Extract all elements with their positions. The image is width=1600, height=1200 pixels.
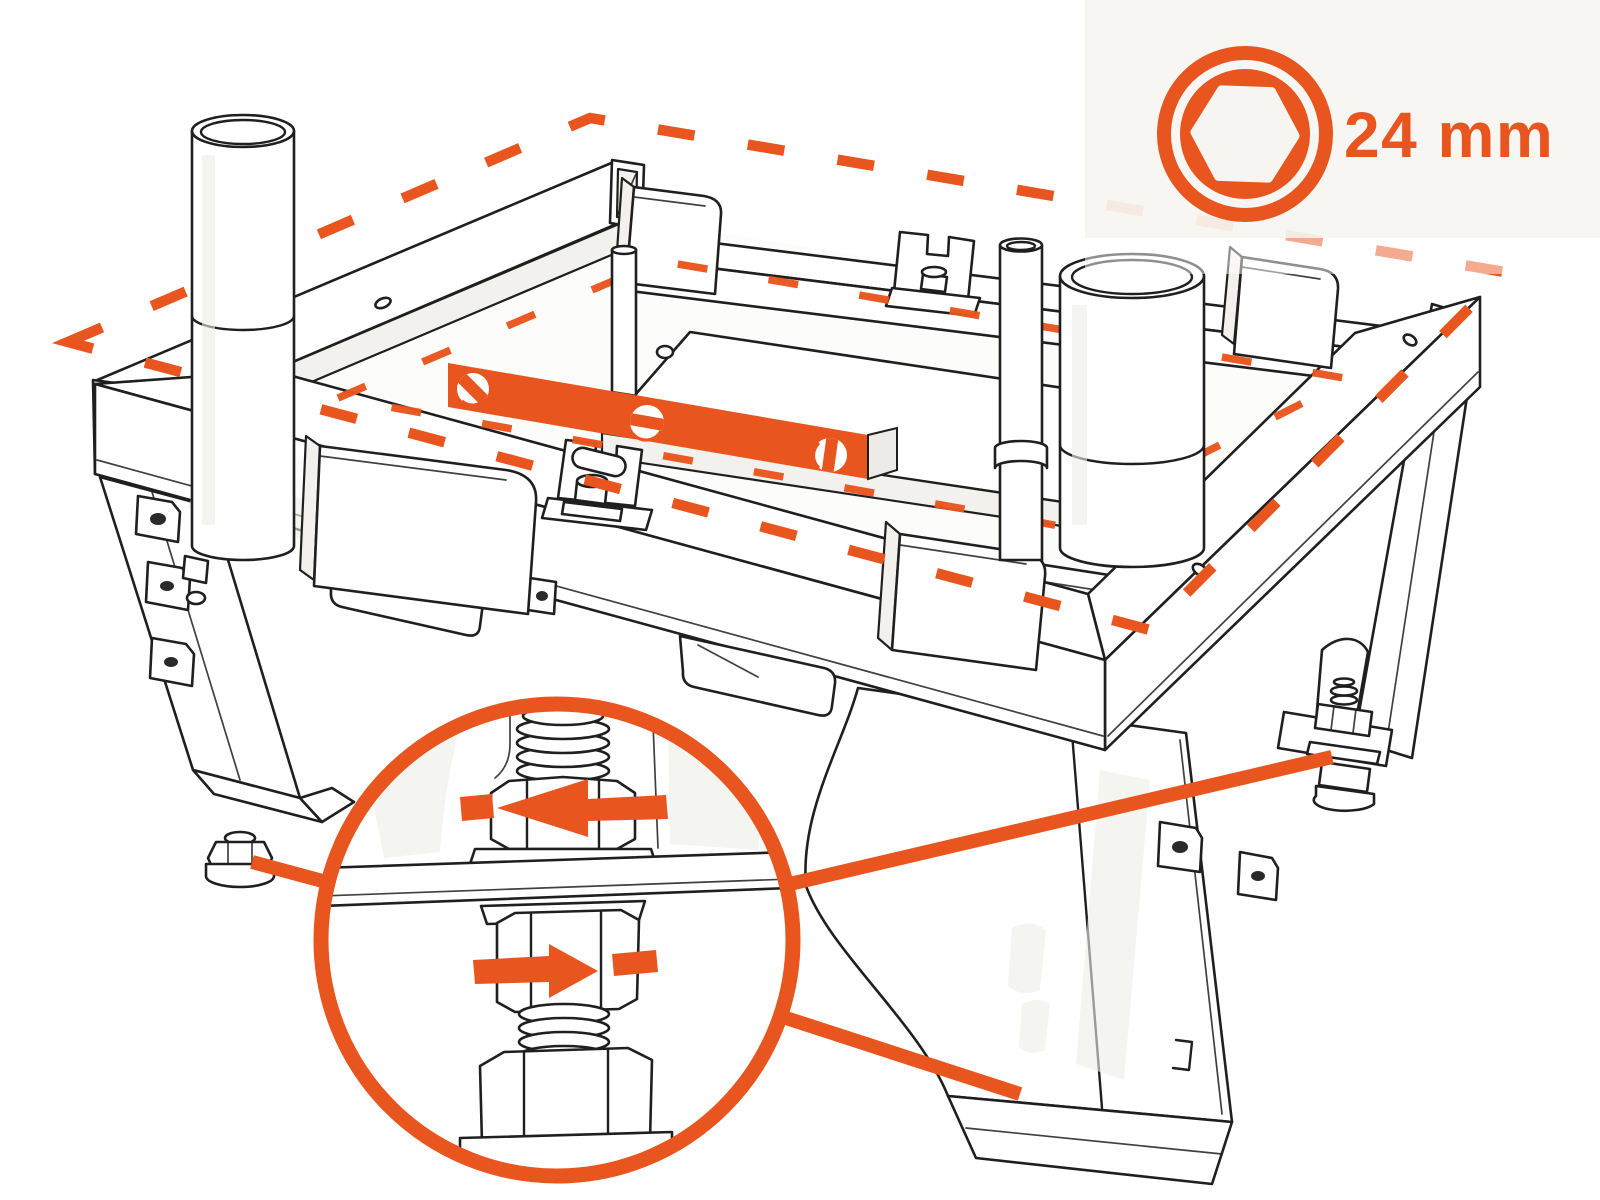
stand-frame: [91, 158, 1482, 1186]
leader-rear-right-foot: [788, 750, 1334, 891]
deck-hole: [655, 344, 675, 360]
front-right-leg: [804, 686, 1280, 1186]
leader-front-left-foot: [250, 855, 332, 890]
hex-socket-icon: [1157, 46, 1333, 222]
spirit-level: [448, 363, 898, 481]
guide-rod-center: [610, 244, 638, 398]
badge-label: 24 mm: [1344, 99, 1554, 171]
turn-left-arrow: [460, 779, 668, 837]
callout-detail: [313, 696, 801, 1184]
magnifier-circle-icon: [313, 696, 801, 1184]
left-tube: [190, 113, 296, 562]
right-tube: [1058, 252, 1206, 569]
guide-rod-right: [993, 237, 1049, 562]
tool-size-badge: 24 mm: [1085, 0, 1600, 274]
front-left-leg: [98, 475, 356, 889]
rear-right-foot-nut: [1313, 702, 1374, 738]
level-plane-dashes: [51, 112, 1516, 636]
leader-front-right-foot: [783, 1011, 1023, 1101]
turn-right-arrow: [473, 944, 658, 998]
right-clamp: [884, 230, 982, 318]
